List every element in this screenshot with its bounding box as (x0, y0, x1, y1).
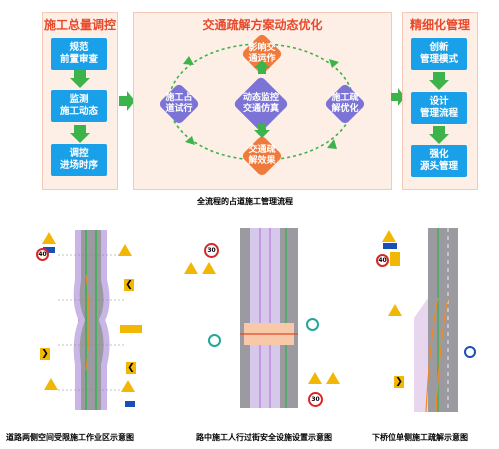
diversion-optimization-node: 施工疏 解优化 (322, 82, 368, 126)
trial-occupation-node: 施工占 道试行 (156, 82, 202, 126)
speed-limit-sign-icon: 40 (36, 248, 49, 261)
info-sign-icon (124, 400, 136, 408)
road-plan-3 (414, 228, 458, 412)
monitor-construction-box: 监测 施工动态 (51, 90, 107, 122)
fine-management-title: 精细化管理 (409, 18, 470, 32)
traffic-impact-node: 影响交 通运作 (240, 32, 284, 76)
pedestrian-marker-icon (306, 318, 319, 331)
warning-sign-icon (184, 262, 198, 274)
chevron-sign-icon: ❮ (126, 362, 136, 374)
dynamic-optimization-title: 交通疏解方案动态优化 (202, 18, 323, 32)
source-management-box: 强化 源头管理 (411, 145, 467, 177)
warning-sign-icon (44, 378, 58, 390)
total-control-title: 施工总量调控 (43, 18, 116, 32)
speed-limit-sign-icon: 30 (308, 392, 323, 407)
diagram-midroad-crossing: 30 30 路中施工人行过街安全设施设置示意图 (170, 222, 370, 449)
management-flow-diagram: 施工总量调控 规范 前置审查 监测 施工动态 调控 进场时序 交通疏解方案动态优… (0, 0, 499, 210)
speed-limit-sign-icon: 40 (376, 254, 389, 267)
simulation-center-node: 动态监控 交通仿真 (226, 75, 296, 133)
design-process-box: 设计 管理流程 (411, 92, 467, 124)
left-down-arrows (70, 70, 90, 143)
schedule-entry-box: 调控 进场时序 (51, 144, 107, 176)
chevron-sign-icon: ❮ (124, 279, 134, 291)
right-down-arrows (429, 72, 449, 144)
diagram-both-sides-limited: 40 ❮ ❯ ❮ 道路两侧空间受限施工作业区示意图 (0, 222, 170, 449)
arrow-left-to-middle (119, 91, 135, 111)
center-arrows (254, 60, 270, 138)
pedestrian-marker-icon (464, 346, 476, 358)
flow-caption: 全流程的占道施工管理流程 (197, 197, 293, 206)
warning-sign-icon (118, 244, 132, 256)
chevron-sign-icon: ❯ (40, 348, 50, 360)
warning-sign-icon (202, 262, 216, 274)
chevron-sign-icon: ❯ (394, 376, 404, 388)
warning-sign-icon (121, 380, 135, 392)
diagram-bridge-single-side: 40 ❯ 下桥位单侧施工疏解示意图 (370, 222, 499, 449)
road-plan-2 (240, 228, 298, 408)
innovate-mode-box: 创新 管理模式 (411, 38, 467, 70)
front-review-box: 规范 前置审查 (51, 38, 107, 70)
warning-sign-icon (308, 372, 322, 384)
diagram-1-caption: 道路两侧空间受限施工作业区示意图 (6, 433, 134, 442)
warning-sign-icon (326, 372, 340, 384)
pedestrian-marker-icon (208, 334, 221, 347)
warning-sign-icon (388, 304, 402, 316)
diagram-3-caption: 下桥位单侧施工疏解示意图 (372, 433, 468, 442)
speed-limit-sign-icon: 30 (204, 243, 219, 258)
warning-sign-icon (42, 232, 56, 244)
warning-sign-icon (382, 230, 396, 242)
road-plan-1 (58, 230, 126, 410)
barrier-sign-icon (120, 325, 142, 333)
diagram-2-caption: 路中施工人行过街安全设施设置示意图 (196, 433, 332, 442)
lane-sign-icon (390, 252, 400, 266)
diversion-effect-node: 交通疏 解效果 (240, 134, 284, 178)
arrow-middle-to-right (391, 88, 405, 106)
info-sign-icon (382, 242, 398, 250)
